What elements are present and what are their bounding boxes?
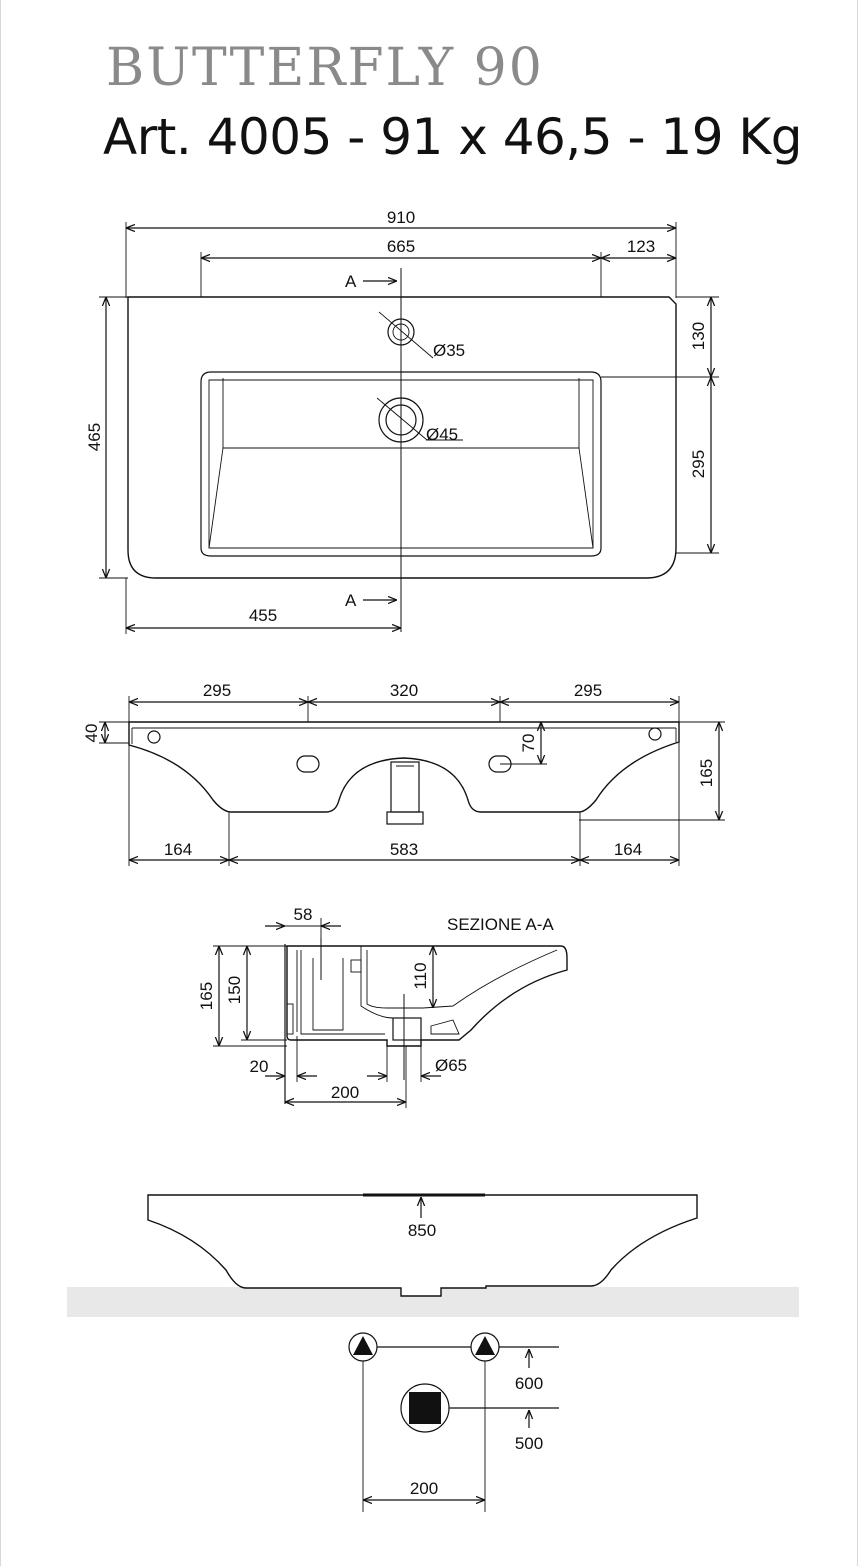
dim-right-foot: 164 <box>614 840 642 859</box>
dim-drain-diameter: Ø65 <box>435 1056 467 1075</box>
dim-right-offset: 123 <box>627 237 655 256</box>
dim-wall-thickness: 20 <box>250 1057 269 1076</box>
dim-left-span: 295 <box>203 681 231 700</box>
top-view: 910 665 123 Ø35 Ø45 <box>85 208 719 634</box>
dim-edge-height: 40 <box>82 724 101 743</box>
front-body <box>128 721 680 813</box>
section-label: SEZIONE A-A <box>447 915 554 934</box>
install-view: 850 600 500 200 <box>67 1193 799 1512</box>
section-body <box>286 945 568 1047</box>
dim-bottom-width: 583 <box>390 840 418 859</box>
dim-section-height: 165 <box>197 982 216 1010</box>
dim-drain-height: 500 <box>515 1434 543 1453</box>
overflow-hole-left <box>296 755 320 773</box>
section-mark-bottom: A <box>345 591 357 610</box>
dim-depth: 465 <box>85 423 104 451</box>
dim-drain-offset: 200 <box>331 1083 359 1102</box>
dim-hole-height: 70 <box>519 734 538 753</box>
dim-right-span: 295 <box>574 681 602 700</box>
dim-wall-gap: 58 <box>294 905 313 924</box>
section-mark-top: A <box>345 272 357 291</box>
dim-center-span: 320 <box>390 681 418 700</box>
basin-outline <box>127 296 677 579</box>
fixing-hole-right <box>648 727 662 741</box>
tap-hole <box>387 318 415 346</box>
dim-basin-depth: 295 <box>689 450 708 478</box>
dim-left-to-center: 455 <box>249 606 277 625</box>
dim-tap-to-basin: 130 <box>689 322 708 350</box>
bowl-outline <box>200 371 602 557</box>
dim-inner-height: 150 <box>225 976 244 1004</box>
section-view: SEZIONE A-A 58 <box>197 905 568 1108</box>
dim-overall-width: 910 <box>387 208 415 227</box>
front-view: 295 320 295 40 70 <box>82 681 725 866</box>
drain-hole <box>378 397 424 443</box>
fixing-hole-left <box>147 730 161 744</box>
dim-supply-spacing: 200 <box>410 1479 438 1498</box>
dim-section-basin-depth: 110 <box>411 962 430 989</box>
dim-basin-width: 665 <box>387 237 415 256</box>
article-spec: Art. 4005 - 91 x 46,5 - 19 Kg <box>103 108 802 166</box>
dim-total-height: 165 <box>697 759 716 787</box>
install-body <box>147 1194 698 1297</box>
model-title: BUTTERFLY 90 <box>106 38 544 98</box>
dim-supply-height: 600 <box>515 1374 543 1393</box>
tap-hole-diameter: Ø35 <box>433 341 465 360</box>
dim-left-foot: 164 <box>164 840 192 859</box>
dim-mount-height: 850 <box>408 1221 436 1240</box>
drain-hole-diameter: Ø45 <box>426 425 458 444</box>
